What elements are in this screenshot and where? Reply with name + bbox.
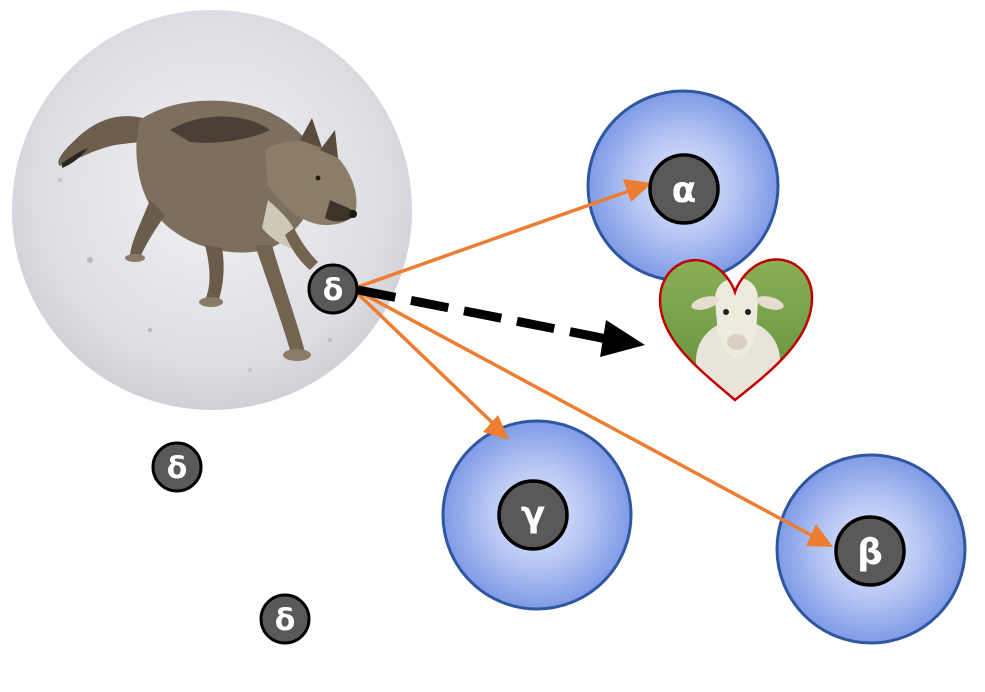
arrow-delta-to-beta (355, 288, 823, 543)
node-wolf-delta-label: δ (323, 273, 344, 308)
node-delta-b-label: δ (275, 603, 296, 638)
node-alpha-label: α (672, 170, 697, 211)
arrow-delta-to-gamma-head (483, 415, 509, 440)
arrow-delta-to-alpha-head (623, 179, 652, 202)
arrow-delta-to-alpha (351, 184, 644, 291)
node-alpha: α (648, 153, 720, 225)
node-beta-label: β (857, 532, 883, 573)
node-gamma: γ (497, 479, 569, 551)
node-beta: β (834, 515, 906, 587)
node-delta-b: δ (259, 593, 311, 645)
arrow-delta-to-gamma (352, 288, 502, 432)
node-delta-a: δ (151, 441, 203, 493)
node-gamma-label: γ (521, 494, 546, 535)
wolf-photo-icon (12, 10, 412, 410)
node-delta-a-label: δ (167, 451, 188, 486)
dashed-arrow-to-prey (357, 285, 613, 345)
node-wolf-delta: δ (307, 263, 359, 315)
dashed-arrow-to-prey-head (600, 320, 645, 357)
arrow-delta-to-beta-head (806, 524, 833, 547)
